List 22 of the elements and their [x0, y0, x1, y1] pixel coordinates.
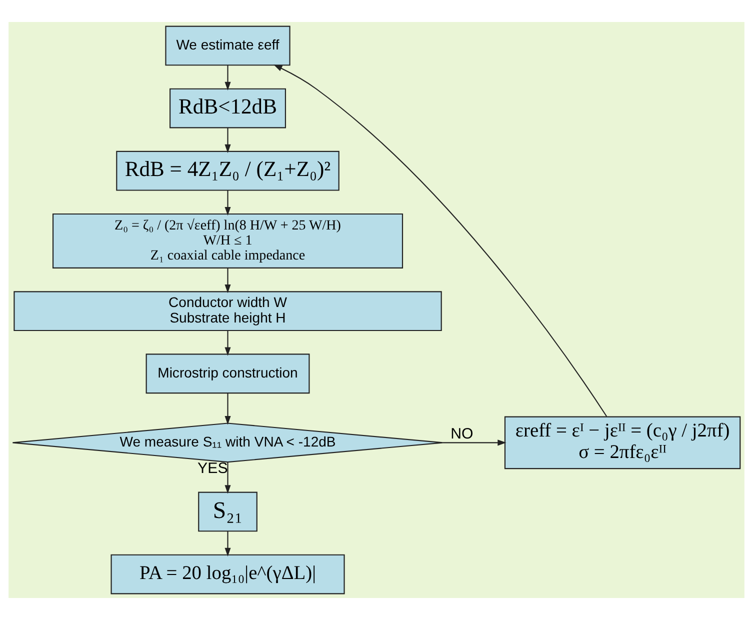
arrow [224, 127, 231, 153]
arrow [224, 392, 231, 424]
arrow [224, 64, 231, 90]
arrow [224, 530, 231, 556]
node-box: Z₀ = ζ₀ / (2π √εeff) ln(8 H/W + 25 W/H) W/H ≤ 1 Z₁ coaxial cable impedance [52, 212, 404, 268]
node-box: εreff = εᴵ − jεᴵᴵ = (c₀γ / j2πf) σ = 2πfε₀εᴵᴵ [504, 416, 741, 469]
node-box: Microstrip construction [146, 353, 310, 394]
arrow [224, 462, 231, 494]
arrow [274, 64, 608, 416]
node-box: We estimate εeff [165, 25, 290, 66]
arrow [224, 330, 231, 356]
node-box: RdB = 4Z₁Z₀ / (Z₁+Z₀)² [116, 150, 340, 190]
node-box: PA = 20 log₁₀|e^(γΔL)| [110, 554, 345, 594]
arrow [224, 190, 231, 216]
node-diamond: We measure S₁₁ with VNA < -12dB [12, 422, 444, 462]
node-box: Conductor width W Substrate height H [14, 290, 442, 331]
edge-label: NO [450, 425, 474, 442]
arrow [224, 268, 231, 293]
arrow [442, 439, 506, 446]
node-box: RdB<12dB [170, 88, 286, 128]
node-box: S₂₁ [198, 491, 258, 532]
edge-label: YES [198, 460, 228, 477]
